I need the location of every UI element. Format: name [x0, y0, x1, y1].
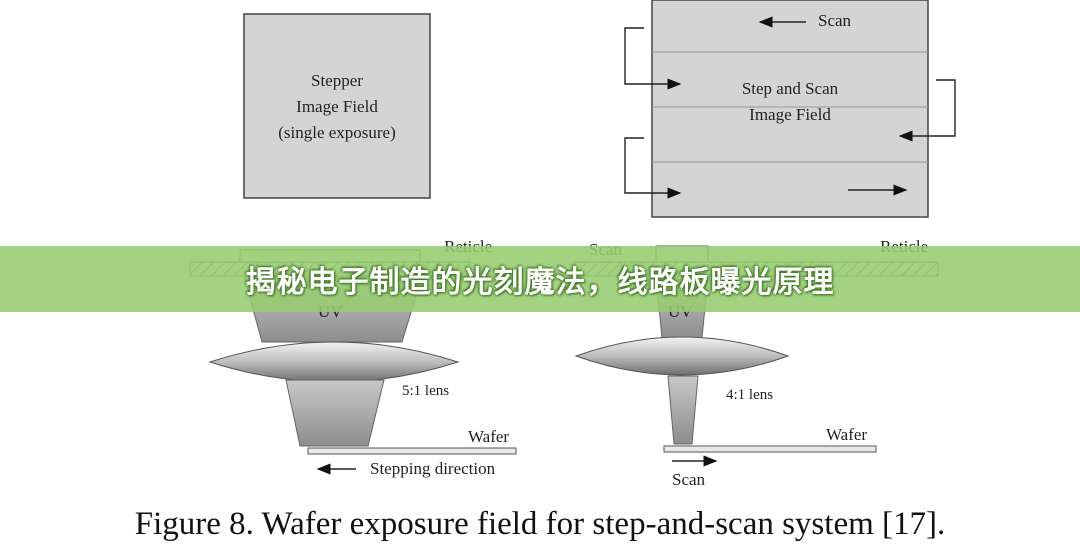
figure-caption: Figure 8. Wafer exposure field for step-…: [134, 506, 946, 542]
scan-path-right: [898, 79, 956, 142]
stepper-field-label-line1: Stepper: [311, 71, 363, 90]
scanner-lens-label: 4:1 lens: [726, 387, 774, 403]
stepper-field-label: Stepper Image Field (single exposure): [244, 68, 430, 146]
stepper-lens: [208, 341, 460, 383]
scanner-lens: [574, 336, 790, 376]
scan-path-left-top: [624, 27, 682, 90]
scan-bottom-label: Scan: [672, 470, 706, 489]
scan-field-label-line1: Step and Scan: [741, 79, 839, 98]
scan-field-label: Step and Scan Image Field: [652, 76, 928, 128]
stepper-field-label-line3: (single exposure): [278, 123, 396, 142]
scan-image-field: [651, 0, 929, 218]
scan-path-left-bottom: [624, 137, 682, 199]
stepping-direction-label: Stepping direction: [370, 459, 496, 478]
stepper-image-field: [243, 13, 431, 199]
stepper-field-label-line2: Image Field: [296, 97, 378, 116]
stepper-focus-beam: [285, 379, 385, 447]
scanner-focus-beam: [667, 375, 699, 445]
stepper-lens-label: 5:1 lens: [402, 383, 450, 399]
scanner-wafer-label: Wafer: [826, 425, 868, 444]
scan-top-label: Scan: [818, 11, 852, 30]
title-banner: 揭秘电子制造的光刻魔法，线路板曝光原理: [0, 246, 1080, 312]
stepper-wafer: [307, 447, 517, 455]
banner-title: 揭秘电子制造的光刻魔法，线路板曝光原理: [245, 265, 835, 300]
stepper-wafer-label: Wafer: [468, 427, 510, 446]
scan-field-label-line2: Image Field: [749, 105, 831, 124]
scanner-wafer: [663, 445, 877, 453]
